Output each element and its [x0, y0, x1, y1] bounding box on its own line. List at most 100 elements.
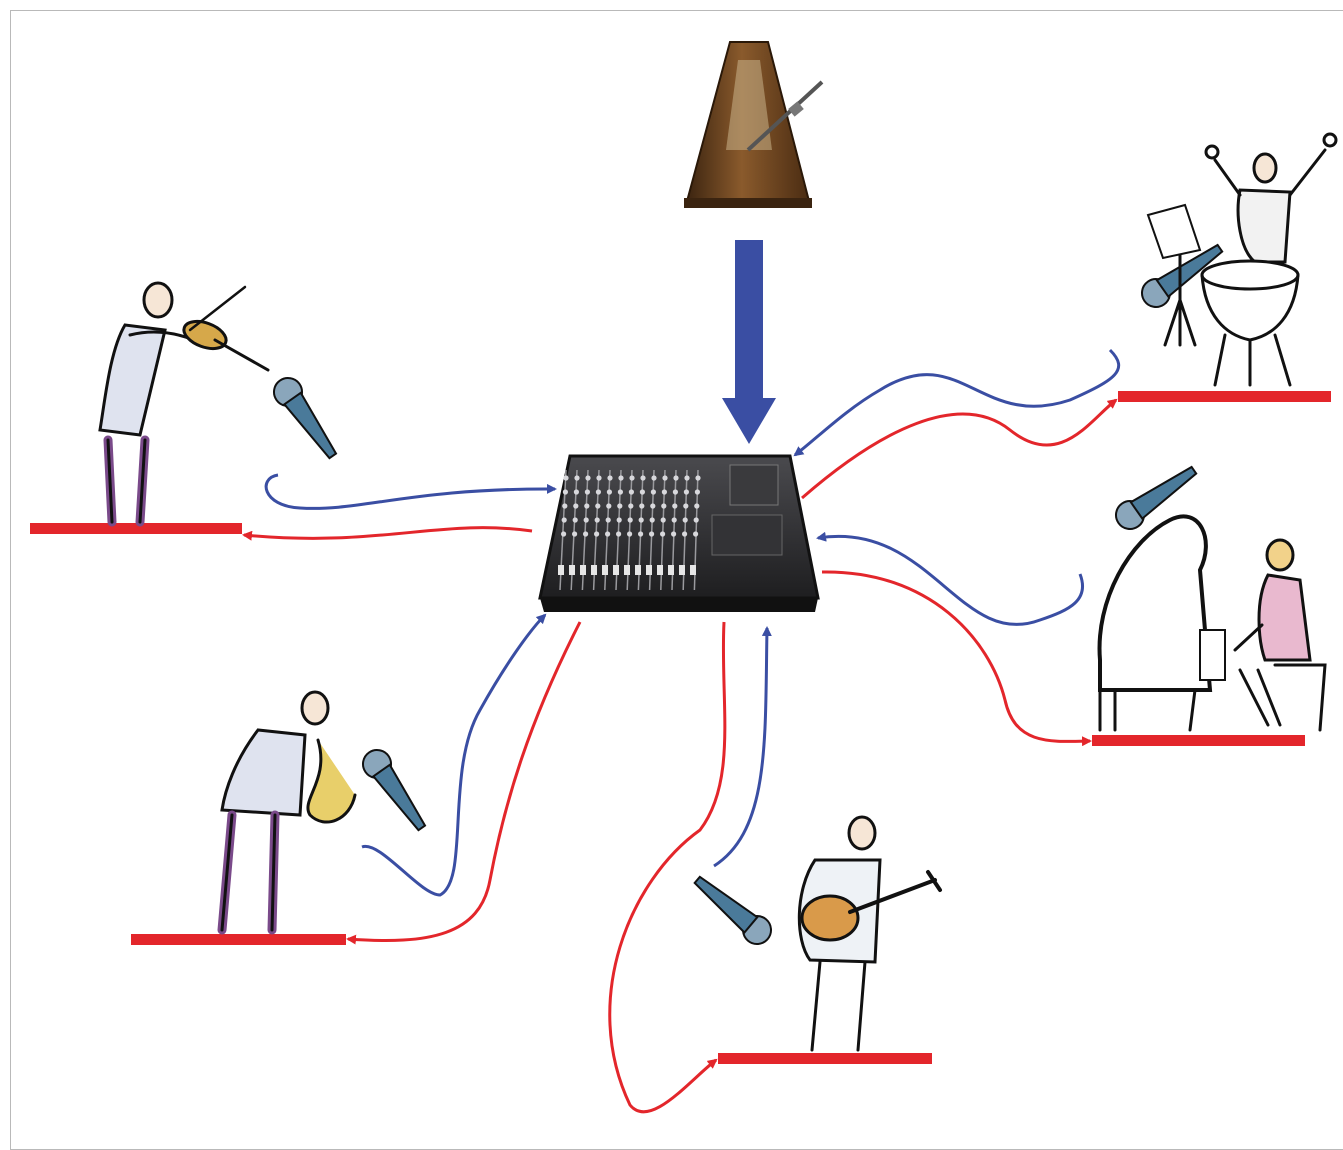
mixer-knob: [596, 489, 601, 494]
mixer-knob: [639, 517, 644, 522]
stage-bar-pianist: [1092, 735, 1305, 746]
mixer-knob: [693, 531, 698, 536]
mixer-fader: [558, 565, 564, 575]
input-line-saxophonist: [362, 615, 545, 895]
microphone-icon: [358, 745, 434, 836]
pianist-icon: [1100, 516, 1325, 730]
return-line-violinist: [244, 528, 532, 539]
mixer-knob: [672, 503, 677, 508]
mixer-knob: [562, 517, 567, 522]
mixer-knob: [662, 489, 667, 494]
mixer-knob: [617, 503, 622, 508]
mixer-knob: [673, 489, 678, 494]
mixer-knob: [596, 475, 601, 480]
mixer-knob: [671, 531, 676, 536]
mixer-knob: [695, 489, 700, 494]
input-line-guitarist: [714, 628, 767, 866]
mixer-knob: [683, 517, 688, 522]
mixer-knob: [605, 531, 610, 536]
saxophonist-icon: [222, 692, 355, 930]
mixer-knob: [595, 517, 600, 522]
mixer-knob: [661, 517, 666, 522]
mixer-knob: [574, 475, 579, 480]
mixer-fader: [602, 565, 608, 575]
mixer-fader: [635, 565, 641, 575]
mixer-fader: [591, 565, 597, 575]
mixer-knob: [695, 475, 700, 480]
guitarist-icon: [799, 817, 940, 1050]
mixer-knob: [607, 489, 612, 494]
violinist-icon: [100, 283, 268, 522]
mixer-knob: [574, 489, 579, 494]
input-line-pianist: [818, 536, 1083, 624]
mixer-knob: [584, 517, 589, 522]
mixer-knob: [673, 475, 678, 480]
mixer-knob: [561, 531, 566, 536]
mixer-knob: [585, 475, 590, 480]
mixer-knob: [640, 489, 645, 494]
mixer-knob: [563, 489, 568, 494]
mixer-knob: [649, 531, 654, 536]
mixer-knob: [618, 475, 623, 480]
mixer-knob: [584, 503, 589, 508]
mixer-knob: [606, 517, 611, 522]
mixer-knob: [684, 489, 689, 494]
microphone-icon: [269, 373, 345, 464]
mixer-knob: [683, 503, 688, 508]
return-line-timpanist: [802, 400, 1116, 498]
mixer-fader: [646, 565, 652, 575]
mixing-console-icon: [540, 456, 818, 612]
mixer-fader: [668, 565, 674, 575]
mixer-knob: [651, 475, 656, 480]
mixer-fader: [690, 565, 696, 575]
timpanist-icon: [1148, 134, 1336, 385]
mixer-knob: [617, 517, 622, 522]
mixer-knob: [629, 489, 634, 494]
mixer-knob: [628, 503, 633, 508]
mixer-knob: [616, 531, 621, 536]
mixer-fader: [624, 565, 630, 575]
mixer-knob: [595, 503, 600, 508]
stage-bar-violinist: [30, 523, 242, 534]
mixer-knob: [572, 531, 577, 536]
mixer-knob: [694, 503, 699, 508]
metronome-to-mixer-arrow: [722, 240, 776, 444]
mixer-knob: [651, 489, 656, 494]
mixer-fader: [613, 565, 619, 575]
mixer-knob: [640, 475, 645, 480]
stage-bar-saxophonist: [131, 934, 346, 945]
mixer-knob: [573, 517, 578, 522]
mixer-knob: [573, 503, 578, 508]
mixer-knob: [684, 475, 689, 480]
return-line-guitarist: [610, 622, 725, 1112]
mixer-knob: [562, 503, 567, 508]
mixer-knob: [694, 517, 699, 522]
mixer-knob: [682, 531, 687, 536]
mixer-knob: [594, 531, 599, 536]
mixer-knob: [585, 489, 590, 494]
mixer-fader: [679, 565, 685, 575]
metronome-icon: [684, 42, 822, 208]
mixer-fader: [657, 565, 663, 575]
mixer-knob: [618, 489, 623, 494]
mixer-knob: [639, 503, 644, 508]
mixer-knob: [629, 475, 634, 480]
input-line-violinist: [266, 475, 555, 508]
stage-bar-guitarist: [718, 1053, 932, 1064]
mixer-knob: [627, 531, 632, 536]
mixer-knob: [607, 475, 612, 480]
mixer-knob: [606, 503, 611, 508]
mixer-knob: [583, 531, 588, 536]
mixer-knob: [650, 517, 655, 522]
mixer-fader: [580, 565, 586, 575]
mixer-knob: [628, 517, 633, 522]
mixer-knob: [563, 475, 568, 480]
mixer-knob: [638, 531, 643, 536]
stage-bar-timpanist: [1118, 391, 1331, 402]
mixer-knob: [662, 475, 667, 480]
mixer-fader: [569, 565, 575, 575]
mixer-knob: [672, 517, 677, 522]
mixer-knob: [661, 503, 666, 508]
